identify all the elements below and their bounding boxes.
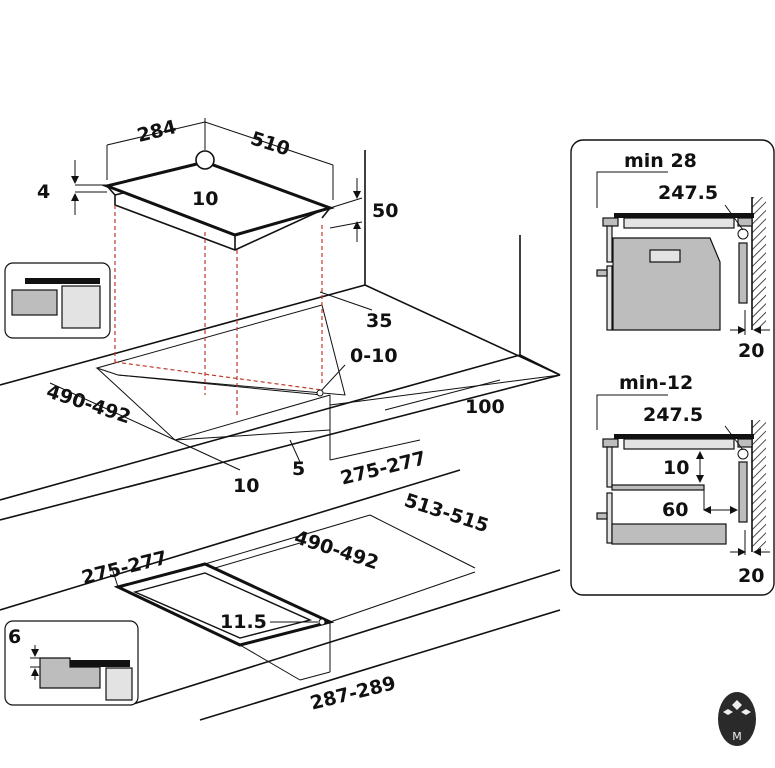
dim-tolerance: 0-10 xyxy=(350,345,398,367)
projection-lines xyxy=(114,205,323,415)
side-panel xyxy=(570,139,775,596)
inset-surface-mount xyxy=(4,262,111,339)
dim-front-edge: 10 xyxy=(233,475,259,497)
dim-front-clearance: 100 xyxy=(465,396,505,418)
dim-offset: 5 xyxy=(292,458,305,480)
dim-flush-cutout-width: 490-492 xyxy=(292,526,382,574)
countertop-main xyxy=(0,150,561,521)
side-bottom-wall-gap: 20 xyxy=(738,565,764,587)
dim-hob-width: 510 xyxy=(248,127,293,160)
dim-hob-height: 50 xyxy=(372,200,398,222)
dim-glass-thickness: 4 xyxy=(37,181,50,203)
inset-flush-mount xyxy=(4,620,139,706)
side-bottom-min-label: min-12 xyxy=(619,372,693,394)
dim-rear-clearance: 35 xyxy=(366,310,392,332)
dim-hob-depth: 284 xyxy=(135,116,179,147)
side-bottom-dimension: 247.5 xyxy=(643,404,703,426)
countertop-flush xyxy=(0,469,561,721)
dim-recess-depth: 6 xyxy=(8,626,21,648)
dim-corner-radius: 11.5 xyxy=(220,611,267,633)
side-bottom-horizontal-gap: 60 xyxy=(662,499,688,521)
dim-flush-outer-width: 513-515 xyxy=(402,489,492,537)
side-top-dimension: 247.5 xyxy=(658,182,718,204)
reference-marker-icon xyxy=(195,150,215,170)
side-bottom-vertical-gap: 10 xyxy=(663,457,689,479)
dim-flush-outer-depth: 287-289 xyxy=(308,672,398,714)
logo-letter: M xyxy=(732,730,742,743)
side-top-wall-gap: 20 xyxy=(738,340,764,362)
side-top-min-label: min 28 xyxy=(624,150,697,172)
dim-marker: 10 xyxy=(192,188,218,210)
hob-body xyxy=(101,150,335,251)
dimension-lines-main xyxy=(49,118,561,471)
dim-flush-cutout-depth: 275-277 xyxy=(79,547,169,589)
brand-logo: M xyxy=(718,692,756,746)
dim-cutout-width: 490-492 xyxy=(44,380,134,428)
